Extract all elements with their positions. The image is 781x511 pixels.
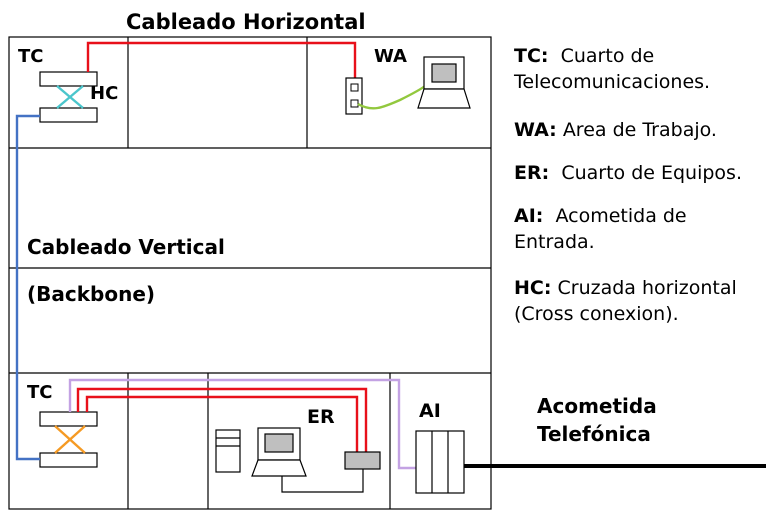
legend-abbr: WA: bbox=[514, 119, 557, 141]
hc-label: HC bbox=[90, 83, 118, 104]
legend-item-er: ER: Cuarto de Equipos. bbox=[514, 160, 742, 186]
legend-abbr: HC: bbox=[514, 277, 552, 299]
wall-outlet bbox=[345, 77, 363, 115]
legend-text-2: (Cross conexion). bbox=[514, 303, 679, 325]
vertical-cabling-label: Cableado Vertical bbox=[27, 235, 225, 259]
er-cable-outer bbox=[76, 387, 368, 452]
wa-computer-icon bbox=[417, 56, 471, 109]
backbone-label: (Backbone) bbox=[27, 282, 155, 306]
legend-text: Area de Trabajo. bbox=[562, 119, 717, 141]
hc-cross-bottom bbox=[54, 425, 86, 454]
tc-rack-bottom-upper bbox=[39, 411, 98, 427]
legend-abbr: ER: bbox=[514, 162, 550, 184]
ai-label: AI bbox=[419, 400, 441, 422]
ai-cabinet bbox=[415, 430, 465, 494]
legend-abbr: AI: bbox=[514, 205, 544, 227]
legend-text: Cruzada horizontal bbox=[557, 277, 737, 299]
tc-top-label: TC bbox=[18, 46, 44, 67]
legend-text-2: Entrada. bbox=[514, 231, 595, 253]
er-computer-cable bbox=[281, 469, 364, 493]
tc-rack-bottom bbox=[39, 411, 98, 468]
backbone-cable bbox=[15, 114, 40, 461]
er-patch-panel bbox=[344, 451, 381, 470]
er-cable-inner bbox=[85, 395, 359, 452]
hc-rack-top-upper bbox=[39, 71, 98, 87]
legend-text: Cuarto de Equipos. bbox=[561, 162, 742, 184]
building bbox=[8, 36, 492, 510]
wa-label: WA bbox=[374, 46, 407, 67]
acometida-label-line1: Acometida bbox=[537, 394, 657, 418]
entrance-cable bbox=[68, 378, 416, 470]
tc-bottom-label: TC bbox=[27, 382, 53, 403]
tc-rack-bottom-lower bbox=[39, 452, 98, 468]
legend-text: Cuarto de bbox=[560, 45, 655, 67]
building-outline bbox=[8, 36, 492, 510]
server-tower-icon bbox=[215, 429, 241, 473]
legend-abbr: TC: bbox=[514, 45, 549, 67]
acometida-label-line2: Telefónica bbox=[537, 422, 651, 446]
horizontal-cable-top bbox=[86, 41, 357, 78]
legend-text-2: Telecomunicaciones. bbox=[514, 71, 711, 93]
diagram-title: Cableado Horizontal bbox=[126, 10, 366, 34]
hc-cross-top bbox=[56, 85, 84, 109]
legend-item-ai: AI: Acometida de Entrada. bbox=[514, 203, 687, 255]
workstation-cable bbox=[357, 85, 426, 110]
hc-rack-top bbox=[39, 71, 98, 123]
legend-item-wa: WA: Area de Trabajo. bbox=[514, 117, 717, 143]
legend-text: Acometida de bbox=[555, 205, 687, 227]
legend-item-tc: TC: Cuarto de Telecomunicaciones. bbox=[514, 43, 710, 95]
er-label: ER bbox=[307, 406, 335, 428]
er-computer-icon bbox=[251, 427, 307, 477]
hc-rack-top-lower bbox=[39, 107, 98, 123]
legend-item-hc: HC: Cruzada horizontal (Cross conexion). bbox=[514, 275, 737, 327]
